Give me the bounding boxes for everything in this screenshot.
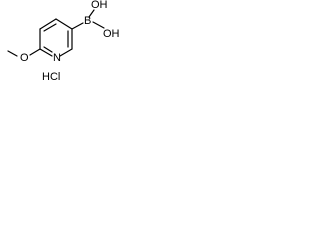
chemical-structure: OH B OH O N HCl xyxy=(7,0,120,83)
atom-oxygen-methoxy-label: O xyxy=(20,52,29,64)
salt-label: HCl xyxy=(42,71,60,83)
structure-canvas: OH B OH O N HCl xyxy=(0,0,121,90)
double-bond-c3-c4 xyxy=(43,23,57,32)
atom-oh-right-label: OH xyxy=(103,28,120,40)
bond-o-ch3 xyxy=(7,50,18,57)
bond-c4-c5 xyxy=(55,18,73,30)
bond-c2-o xyxy=(29,48,41,56)
atom-oh-top-label: OH xyxy=(91,0,108,11)
bond-c3-c4 xyxy=(39,18,57,30)
bond-b-oh-right xyxy=(92,21,105,29)
bond-c5-b xyxy=(71,22,84,30)
bond-c6-n1 xyxy=(59,48,73,57)
atom-ring-nitrogen-label: N xyxy=(53,52,61,64)
double-bond-c2-n1 xyxy=(43,46,53,53)
atom-boron-label: B xyxy=(84,15,91,27)
bond-b-oh-top xyxy=(88,9,95,18)
bond-n1-c2 xyxy=(39,48,53,57)
